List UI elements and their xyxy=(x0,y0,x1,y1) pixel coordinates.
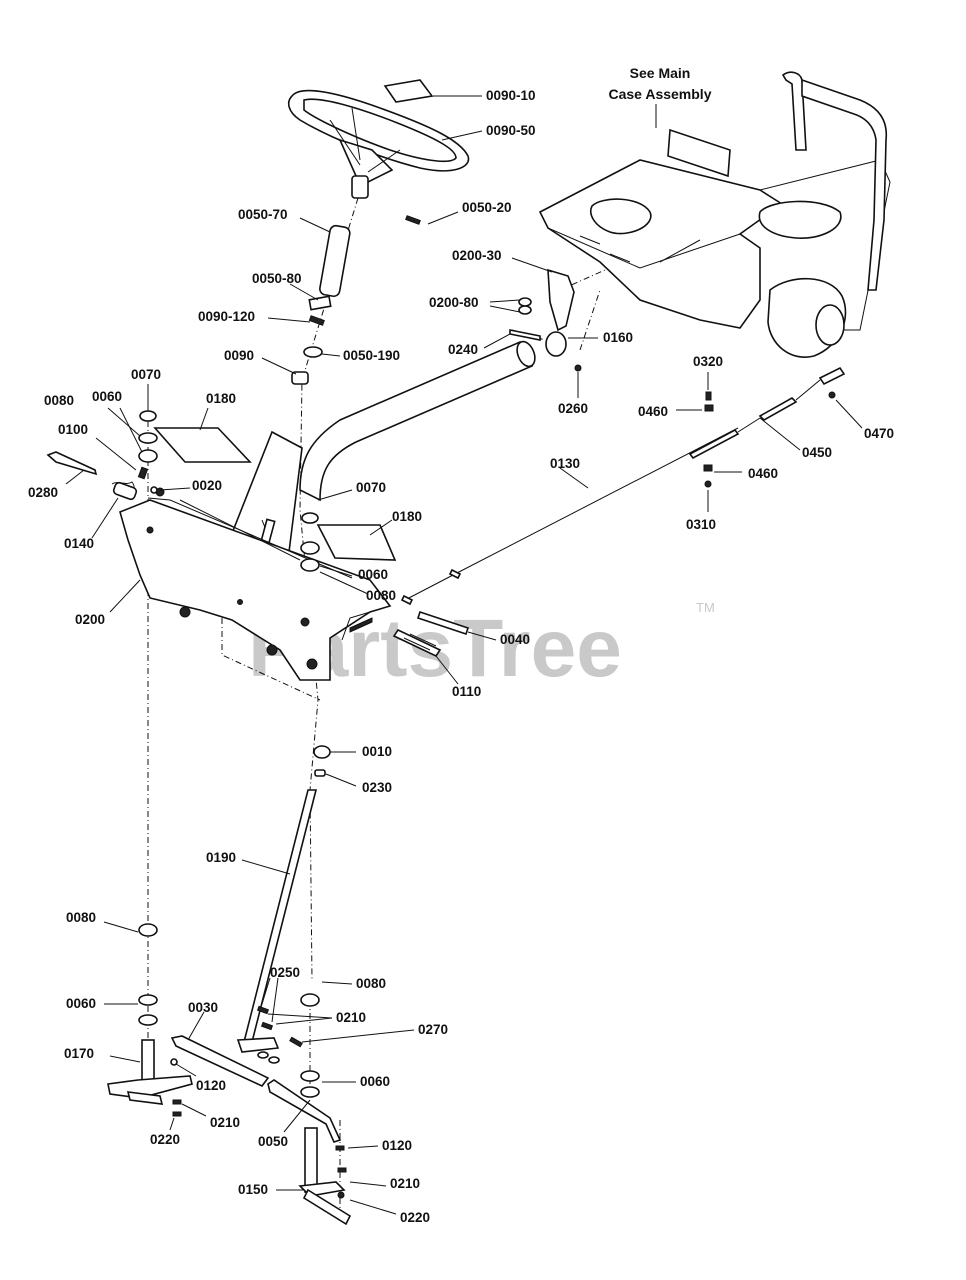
callout-0110: 0110 xyxy=(452,684,481,699)
clip-0280 xyxy=(46,451,98,476)
callout-0470: 0470 xyxy=(864,426,894,441)
callout-0010: 0010 xyxy=(362,744,392,759)
pinion-0160 xyxy=(545,331,567,357)
callout-0060-a: 0060 xyxy=(92,389,122,404)
sector-plate-0200-30 xyxy=(547,268,575,332)
callout-0080-d: 0080 xyxy=(356,976,386,991)
steering-shaft xyxy=(319,224,351,298)
callout-0050-80: 0050-80 xyxy=(252,271,302,286)
tie-rod-0030 xyxy=(170,1035,270,1087)
callout-0100: 0100 xyxy=(58,422,88,437)
callout-0260: 0260 xyxy=(558,401,588,416)
tie-rod-0050 xyxy=(267,1079,342,1143)
callout-0210-c: 0210 xyxy=(390,1176,420,1191)
callout-0030: 0030 xyxy=(188,1000,218,1015)
callout-0090-50: 0090-50 xyxy=(486,123,536,138)
callout-0210-b: 0210 xyxy=(210,1115,240,1130)
callout-0090: 0090 xyxy=(224,348,254,363)
callout-0090-120: 0090-120 xyxy=(198,309,255,324)
callout-0050-20: 0050-20 xyxy=(462,200,512,215)
callout-0320: 0320 xyxy=(693,354,723,369)
washers-left-stack xyxy=(138,410,158,1026)
callout-0080-b: 0080 xyxy=(366,588,396,603)
callout-0120-b: 0120 xyxy=(382,1138,412,1153)
decal-left xyxy=(153,427,252,463)
callout-0210-a: 0210 xyxy=(336,1010,366,1025)
callout-0450: 0450 xyxy=(802,445,832,460)
callout-0220-b: 0220 xyxy=(400,1210,430,1225)
callout-0180-a: 0180 xyxy=(206,391,236,406)
callout-0050-70: 0050-70 xyxy=(238,207,288,222)
front-frame-plate xyxy=(119,487,392,681)
callout-0140: 0140 xyxy=(64,536,94,551)
decal-right xyxy=(316,524,397,561)
callout-0160: 0160 xyxy=(603,330,633,345)
callout-0200-80: 0200-80 xyxy=(429,295,479,310)
callout-0080-c: 0080 xyxy=(66,910,96,925)
note-line1: See Main xyxy=(630,65,691,81)
callout-0250: 0250 xyxy=(270,965,300,980)
callout-0050: 0050 xyxy=(258,1134,288,1149)
callout-0310: 0310 xyxy=(686,517,716,532)
spindle-0170 xyxy=(107,1039,193,1105)
callout-0180-b: 0180 xyxy=(392,509,422,524)
shaft-coupler xyxy=(308,295,332,311)
callout-0020: 0020 xyxy=(192,478,222,493)
leader-lines xyxy=(65,95,863,1215)
callout-0240: 0240 xyxy=(448,342,478,357)
tie-rod-0040 xyxy=(416,610,470,636)
wheel-cap xyxy=(383,79,434,103)
callout-0060-c: 0060 xyxy=(66,996,96,1011)
callout-0460-a: 0460 xyxy=(638,404,668,419)
callout-0090-10: 0090-10 xyxy=(486,88,536,103)
callout-0200-30: 0200-30 xyxy=(452,248,502,263)
watermark-trademark: TM xyxy=(696,600,715,615)
callout-0270: 0270 xyxy=(418,1022,448,1037)
callout-0230: 0230 xyxy=(362,780,392,795)
callout-0120-a: 0120 xyxy=(196,1078,226,1093)
steering-column xyxy=(299,340,536,502)
callout-0040: 0040 xyxy=(500,632,530,647)
note-line2: Case Assembly xyxy=(609,86,712,102)
callout-0150: 0150 xyxy=(238,1182,268,1197)
callout-0200: 0200 xyxy=(75,612,105,627)
callout-0220-a: 0220 xyxy=(150,1132,180,1147)
callout-0190: 0190 xyxy=(206,850,236,865)
steering-wheel xyxy=(287,89,470,199)
callout-labels: 0090-10 0090-50 0050-20 0050-70 0200-30 … xyxy=(28,88,894,1225)
callout-0130: 0130 xyxy=(550,456,580,471)
callout-0060-b: 0060 xyxy=(358,567,388,582)
main-case-assembly xyxy=(538,71,891,358)
callout-0070-a: 0070 xyxy=(131,367,161,382)
small-hardware xyxy=(170,1005,347,1199)
callout-0080-a: 0080 xyxy=(44,393,74,408)
washers-center-stack xyxy=(300,512,320,1098)
callout-0170: 0170 xyxy=(64,1046,94,1061)
spindle-0150 xyxy=(298,1127,352,1226)
callout-0280: 0280 xyxy=(28,485,58,500)
callout-0060-d: 0060 xyxy=(360,1074,390,1089)
callout-0460-b: 0460 xyxy=(748,466,778,481)
callout-0050-190: 0050-190 xyxy=(343,348,400,363)
callout-0070-b: 0070 xyxy=(356,480,386,495)
cable-0450 xyxy=(688,366,846,460)
